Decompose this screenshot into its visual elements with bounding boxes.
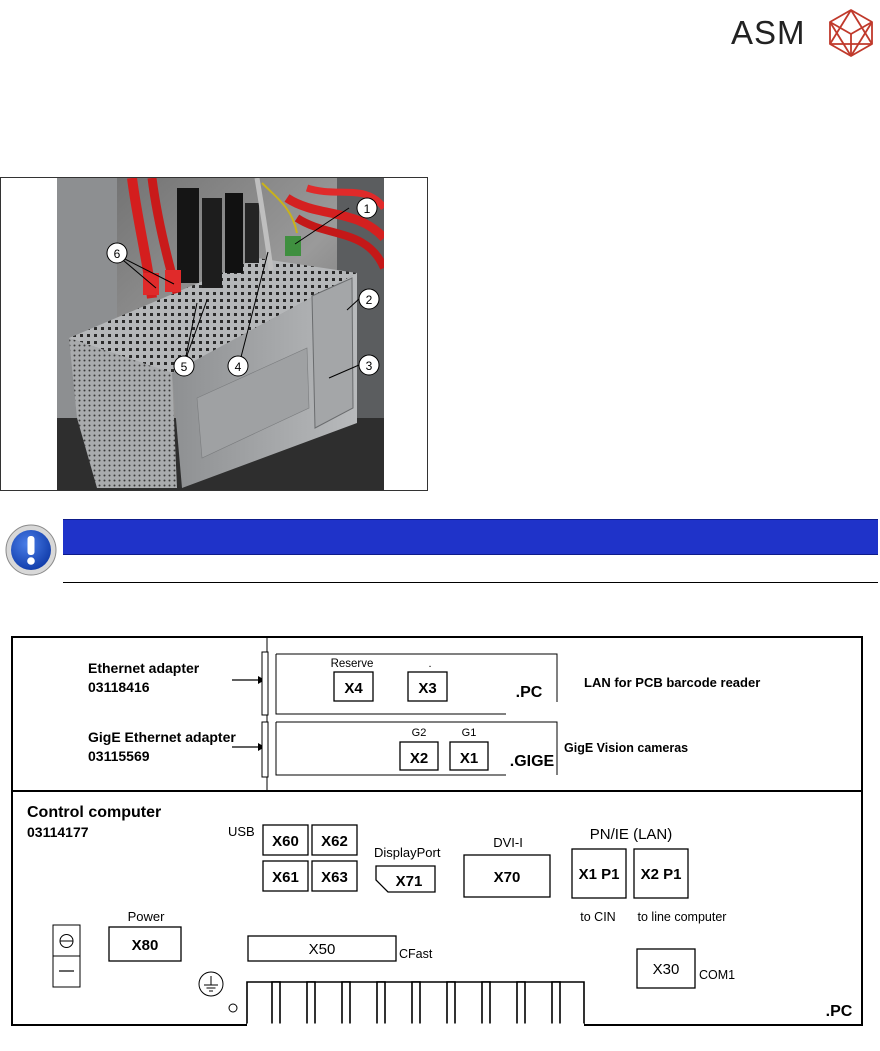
to-line-computer-label: to line computer [638, 910, 727, 924]
callout-6-label: 6 [114, 247, 121, 261]
hardware-photo: 1 2 3 4 5 6 [0, 177, 428, 491]
dot-label: . [428, 658, 431, 670]
callout-3-label: 3 [366, 359, 373, 373]
brand-logo-icon [826, 8, 876, 58]
port-x1-p1-label: X1 P1 [579, 866, 620, 883]
exclamation-icon [5, 524, 57, 576]
port-x4-label: X4 [344, 680, 363, 697]
ethernet-adapter-part: 03118416 [88, 679, 150, 695]
callout-2: 2 [359, 289, 379, 309]
callout-4-label: 4 [235, 360, 242, 374]
port-x1-label: X1 [460, 750, 478, 767]
pc-slot-description: LAN for PCB barcode reader [584, 675, 760, 690]
control-computer-part: 03114177 [27, 824, 89, 840]
control-computer-name: Control computer [27, 804, 161, 821]
port-x80-label: X80 [132, 937, 159, 954]
port-x71-label: X71 [396, 873, 423, 890]
pc-unit-photo: 1 2 3 4 5 6 [57, 178, 384, 490]
to-cin-label: to CIN [580, 910, 615, 924]
gige-adapter-part: 03115569 [88, 748, 150, 764]
port-x2-label: X2 [410, 750, 428, 767]
port-x50-label: X50 [309, 941, 336, 958]
gige-suffix: .GIGE [510, 753, 555, 770]
port-x2-p1-label: X2 P1 [641, 866, 682, 883]
dvi-label: DVI-I [493, 835, 523, 850]
callout-1-label: 1 [364, 202, 371, 216]
callout-5: 5 [174, 356, 194, 376]
connection-diagram: Ethernet adapter 03118416 Reserve . X4 X… [11, 636, 863, 1026]
com1-label: COM1 [699, 968, 735, 982]
port-x30-label: X30 [653, 961, 680, 978]
port-x62-label: X62 [321, 833, 348, 850]
callout-6: 6 [107, 243, 127, 263]
callout-2-label: 2 [366, 293, 373, 307]
cfast-label: CFast [399, 947, 433, 961]
callout-3: 3 [359, 355, 379, 375]
callout-1: 1 [357, 198, 377, 218]
gige-adapter-name: GigE Ethernet adapter [88, 729, 236, 745]
port-x3-label: X3 [418, 680, 436, 697]
callout-4: 4 [228, 356, 248, 376]
lan-label: PN/IE (LAN) [590, 826, 673, 843]
power-switch-icon [53, 925, 80, 987]
port-x61-label: X61 [272, 869, 299, 886]
g1-label: G1 [462, 727, 477, 739]
usb-label: USB [228, 824, 255, 839]
callout-5-label: 5 [181, 360, 188, 374]
power-label: Power [128, 909, 166, 924]
expansion-slots [247, 982, 584, 1025]
pc-suffix: .PC [516, 684, 543, 701]
port-x60-label: X60 [272, 833, 299, 850]
port-x63-label: X63 [321, 869, 348, 886]
g2-label: G2 [412, 727, 427, 739]
gige-slot-description: GigE Vision cameras [564, 741, 688, 755]
reserve-label: Reserve [331, 658, 374, 670]
brand-logo-text: ASM [731, 14, 806, 52]
displayport-label: DisplayPort [374, 845, 441, 860]
bottom-pc-suffix: .PC [826, 1003, 853, 1020]
divider [63, 582, 878, 583]
notice-banner [63, 519, 878, 555]
ethernet-adapter-name: Ethernet adapter [88, 660, 200, 676]
port-x70-label: X70 [494, 869, 521, 886]
